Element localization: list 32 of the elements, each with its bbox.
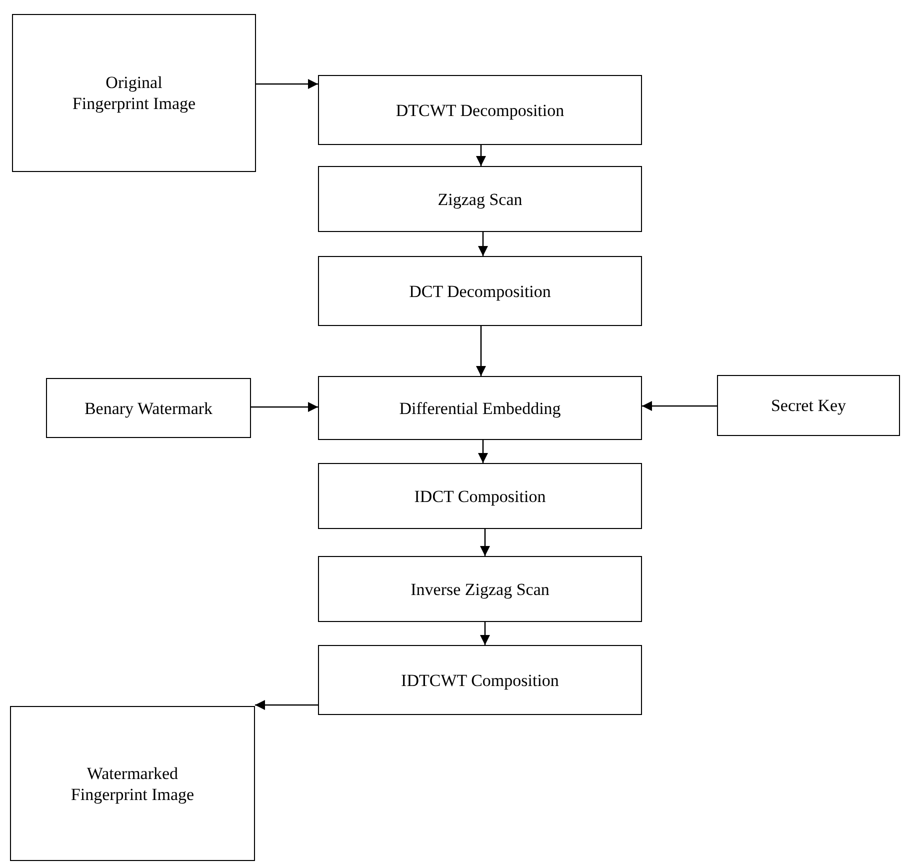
process-box bbox=[318, 645, 642, 715]
box-label: IDCT Composition bbox=[414, 486, 546, 506]
arrow bbox=[478, 440, 488, 463]
arrow bbox=[256, 79, 318, 89]
box-label: Secret Key bbox=[770, 395, 846, 416]
process-box bbox=[318, 166, 642, 232]
arrow bbox=[476, 145, 486, 166]
arrow bbox=[255, 700, 318, 710]
arrow bbox=[478, 232, 488, 256]
process-box bbox=[318, 75, 642, 145]
process-box bbox=[46, 378, 251, 438]
box-label: IDTCWT Composition bbox=[401, 670, 559, 690]
box-label: Benary Watermark bbox=[84, 398, 213, 418]
process-box bbox=[318, 556, 642, 622]
arrow bbox=[480, 622, 490, 645]
arrow bbox=[476, 326, 486, 376]
box-label: Zigzag Scan bbox=[438, 188, 522, 210]
box-label: Original Fingerprint Image bbox=[71, 72, 197, 114]
box-label: DCT Decomposition bbox=[409, 280, 551, 302]
box-label: Differential Embedding bbox=[399, 398, 561, 418]
box-label: DTCWT Decomposition bbox=[396, 100, 564, 120]
process-box bbox=[10, 706, 255, 861]
process-box bbox=[318, 463, 642, 529]
process-box bbox=[318, 256, 642, 326]
box-label: Inverse Zigzag Scan bbox=[410, 578, 550, 600]
arrow bbox=[251, 402, 318, 412]
box-label: Watermarked Fingerprint Image bbox=[70, 762, 196, 804]
process-box bbox=[318, 376, 642, 440]
process-box bbox=[12, 14, 256, 172]
arrow bbox=[480, 529, 490, 556]
arrow bbox=[642, 401, 717, 411]
process-box bbox=[717, 375, 900, 436]
